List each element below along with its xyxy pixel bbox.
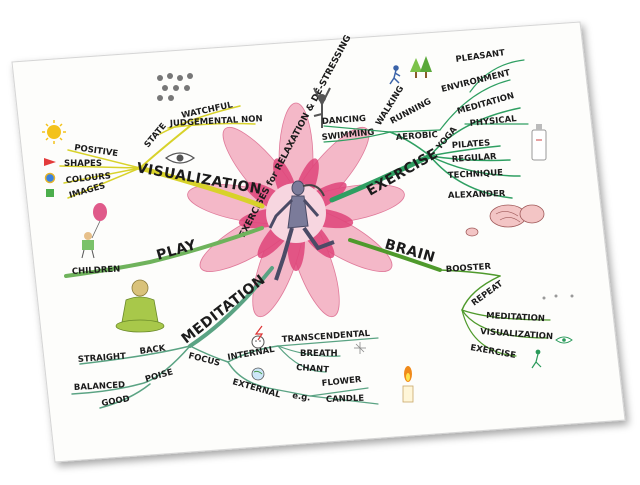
sparkle-icon — [354, 342, 366, 354]
flag-icon — [44, 158, 56, 166]
label-regular: REGULAR — [452, 152, 498, 165]
label-shapes: SHAPES — [64, 159, 102, 169]
label-physical: PHYSICAL — [469, 114, 517, 129]
runner-woman-icon — [268, 180, 335, 281]
label-children: CHILDREN — [72, 264, 121, 277]
globe-icon — [251, 367, 265, 381]
people-crowd-icon — [157, 73, 193, 101]
label-good: GOOD — [101, 394, 131, 409]
label-brain-meditation: MEDITATION — [486, 311, 545, 324]
yoga-pose-icon — [313, 87, 331, 128]
label-candle: CANDLE — [326, 394, 365, 405]
label-dancing: DANCING — [322, 114, 367, 127]
brain-icon — [465, 204, 545, 237]
eye-icon — [164, 152, 196, 164]
label-breath: BREATH — [300, 349, 338, 359]
runner-small-icon — [531, 349, 542, 369]
trees-icon — [410, 56, 432, 78]
ball-icon — [44, 172, 56, 184]
lightning-icon — [254, 325, 264, 341]
label-colours: COLOURS — [65, 171, 111, 186]
ellipsis-icon — [542, 294, 574, 300]
label-aerobic: AEROBIC — [396, 130, 439, 143]
sun-icon — [42, 120, 66, 144]
eye-small-icon — [555, 336, 573, 344]
label-eg: e.g. — [292, 391, 312, 403]
label-booster: BOOSTER — [446, 262, 492, 275]
label-judgemental-non: JUDGEMENTAL NON — [169, 114, 263, 129]
square-icon — [46, 189, 54, 197]
dumbbell-icon — [531, 124, 547, 161]
face-icon — [251, 335, 265, 349]
small-runner-icon — [389, 65, 401, 85]
label-technique: TECHNIQUE — [448, 168, 504, 181]
label-back: BACK — [139, 343, 166, 357]
label-straight: STRAIGHT — [78, 352, 127, 365]
label-balanced: BALANCED — [74, 380, 126, 393]
lotus-flower — [187, 102, 405, 318]
label-flower: FLOWER — [321, 375, 362, 389]
label-alexander: ALEXANDER — [448, 189, 506, 201]
label-chant: CHANT — [296, 363, 330, 375]
buddha-icon — [115, 279, 165, 333]
branch-lines — [59, 59, 551, 409]
label-pilates: PILATES — [452, 138, 491, 151]
candle-icon — [402, 366, 414, 403]
balloon-child-icon — [81, 203, 107, 259]
